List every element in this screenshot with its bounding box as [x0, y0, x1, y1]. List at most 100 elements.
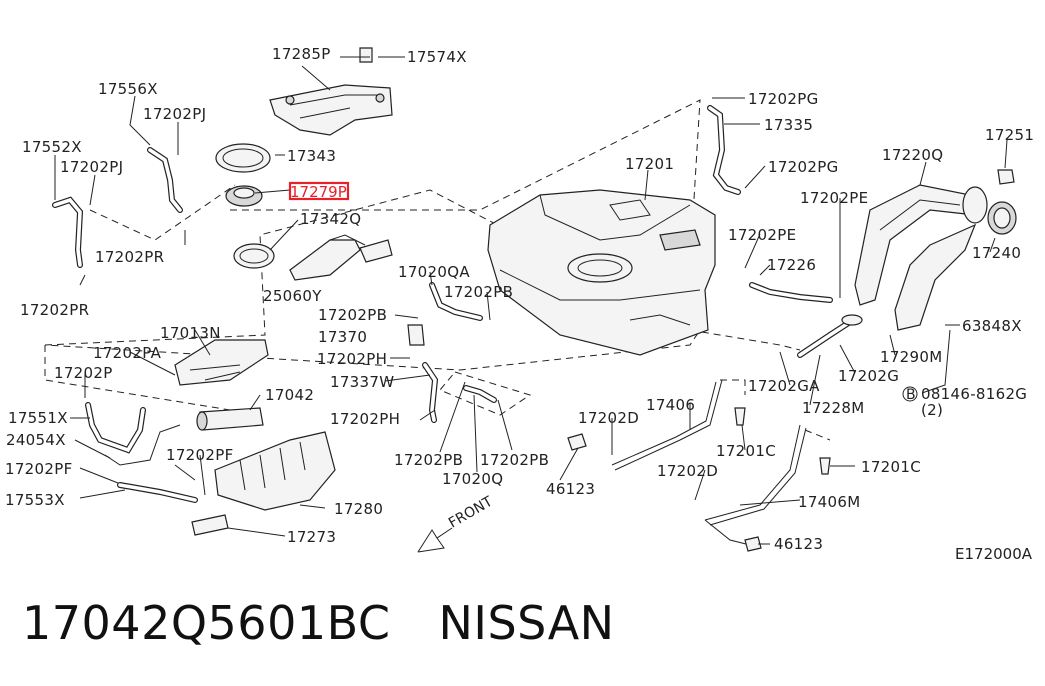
valve-17370[interactable]: [407, 324, 425, 346]
label-17020q[interactable]: 17020Q: [442, 470, 503, 488]
pump-cap[interactable]: [225, 185, 263, 207]
clip-17201c-a[interactable]: [734, 407, 746, 426]
clip-17201c-b[interactable]: [819, 457, 831, 475]
sender-unit[interactable]: [289, 234, 393, 281]
label-17202pb-d[interactable]: 17202PB: [480, 451, 549, 469]
filler-pipe[interactable]: [854, 184, 988, 306]
label-17202ph-a[interactable]: 17202PH: [317, 350, 387, 368]
label-17551x[interactable]: 17551X: [8, 409, 68, 427]
label-17406[interactable]: 17406: [646, 396, 695, 414]
label-17201c-a[interactable]: 17201C: [716, 442, 776, 460]
label-17240[interactable]: 17240: [972, 244, 1021, 262]
label-17202g[interactable]: 17202G: [838, 367, 899, 385]
label-17202pg-b[interactable]: 17202PG: [768, 158, 839, 176]
hose-17226[interactable]: [749, 282, 833, 303]
label-17202pg-a[interactable]: 17202PG: [748, 90, 819, 108]
hose-17337w[interactable]: [422, 362, 439, 423]
svg-text:FRONT: FRONT: [446, 493, 496, 531]
vent-tube[interactable]: [707, 105, 741, 195]
wire-24054x[interactable]: [104, 424, 181, 466]
label-17406m[interactable]: 17406M: [798, 493, 860, 511]
hose-17020qa[interactable]: [429, 282, 483, 321]
label-17202pe-b[interactable]: 17202PE: [728, 226, 796, 244]
label-17202ph-b[interactable]: 17202PH: [330, 410, 400, 428]
label-17202pe-a[interactable]: 17202PE: [800, 189, 868, 207]
label-17202ga[interactable]: 17202GA: [748, 377, 820, 395]
svg-text:B: B: [906, 387, 916, 403]
label-17202p[interactable]: 17202P: [54, 364, 113, 382]
hose-17556x[interactable]: [147, 147, 183, 213]
label-24054x[interactable]: 24054X: [6, 431, 66, 449]
label-17201[interactable]: 17201: [625, 155, 674, 173]
strainer-17280[interactable]: [214, 431, 336, 511]
cap-17251[interactable]: [997, 169, 1015, 185]
filler-protector[interactable]: [894, 223, 977, 331]
label-17202pf-b[interactable]: 17202PF: [5, 460, 73, 478]
label-17370[interactable]: 17370: [318, 328, 367, 346]
label-17020qa[interactable]: 17020QA: [398, 263, 470, 281]
label-17202pb-a[interactable]: 17202PB: [444, 283, 513, 301]
label-46123-b[interactable]: 46123: [774, 535, 823, 553]
label-17201c-b[interactable]: 17201C: [861, 458, 921, 476]
hose-17552x[interactable]: [52, 196, 84, 268]
pump-bracket-17013n[interactable]: [174, 339, 269, 386]
gasket-ring[interactable]: [233, 243, 275, 269]
label-17556x[interactable]: 17556X: [98, 80, 158, 98]
label-17228m[interactable]: 17228M: [802, 399, 864, 417]
clip-17273[interactable]: [191, 514, 229, 536]
label-17202pa[interactable]: 17202PA: [93, 344, 162, 362]
label-17202pj-b[interactable]: 17202PJ: [60, 158, 123, 176]
heat-shield[interactable]: [269, 84, 393, 136]
label-17574x[interactable]: 17574X: [407, 48, 467, 66]
label-17013n[interactable]: 17013N: [160, 324, 221, 342]
label-17220q[interactable]: 17220Q: [882, 146, 943, 164]
connector-46123-a[interactable]: [567, 433, 587, 451]
label-17553x[interactable]: 17553X: [5, 491, 65, 509]
fuel-line-17406[interactable]: [611, 379, 723, 471]
label-63848x[interactable]: 63848X: [962, 317, 1022, 335]
fuel-line-17406m[interactable]: [704, 424, 807, 546]
connector-46123-b[interactable]: [744, 536, 762, 552]
highlighted-part-17279p[interactable]: 17279P: [288, 181, 350, 201]
label-46123-a[interactable]: 46123: [546, 480, 595, 498]
fuel-pump-17042[interactable]: [196, 407, 264, 431]
hose-17228m[interactable]: [797, 314, 863, 358]
hose-17020q[interactable]: [463, 385, 497, 403]
label-17202d-b[interactable]: 17202D: [657, 462, 718, 480]
hose-17551x[interactable]: [85, 402, 146, 454]
brand-name: NISSAN: [438, 596, 615, 650]
label-17280[interactable]: 17280: [334, 500, 383, 518]
label-17290m[interactable]: 17290M: [880, 348, 942, 366]
svg-text:(2): (2): [921, 401, 943, 419]
label-17251[interactable]: 17251: [985, 126, 1034, 144]
lock-ring[interactable]: [215, 143, 271, 173]
filler-cap[interactable]: [987, 201, 1017, 235]
front-arrow: FRONT: [417, 493, 496, 553]
clip-17574x[interactable]: [359, 47, 373, 63]
fuel-tank[interactable]: [487, 189, 716, 356]
label-17552x[interactable]: 17552X: [22, 138, 82, 156]
label-17273[interactable]: 17273: [287, 528, 336, 546]
leader-lines: [54, 56, 1008, 545]
label-17202pr-b[interactable]: 17202PR: [20, 301, 89, 319]
label-17202pb-b[interactable]: 17202PB: [318, 306, 387, 324]
label-17285p[interactable]: 17285P: [272, 45, 331, 63]
svg-text:17279P: 17279P: [290, 183, 347, 201]
group-outline-right: [689, 329, 831, 441]
label-17337w[interactable]: 17337W: [330, 373, 394, 391]
label-17335[interactable]: 17335: [764, 116, 813, 134]
label-17342q[interactable]: 17342Q: [300, 210, 361, 228]
label-17202d-a[interactable]: 17202D: [578, 409, 639, 427]
hose-17553x[interactable]: [117, 482, 198, 503]
label-17226[interactable]: 17226: [767, 256, 816, 274]
label-17202pf-a[interactable]: 17202PF: [166, 446, 234, 464]
label-17202pj-a[interactable]: 17202PJ: [143, 105, 206, 123]
label-17343[interactable]: 17343: [287, 147, 336, 165]
label-17202pb-c[interactable]: 17202PB: [394, 451, 463, 469]
group-outline-small: [439, 371, 532, 416]
label-08146-8162g[interactable]: B 08146-8162G (2): [902, 385, 1027, 419]
label-17042[interactable]: 17042: [265, 386, 314, 404]
label-25060y[interactable]: 25060Y: [263, 287, 322, 305]
label-17202pr-a[interactable]: 17202PR: [95, 248, 164, 266]
